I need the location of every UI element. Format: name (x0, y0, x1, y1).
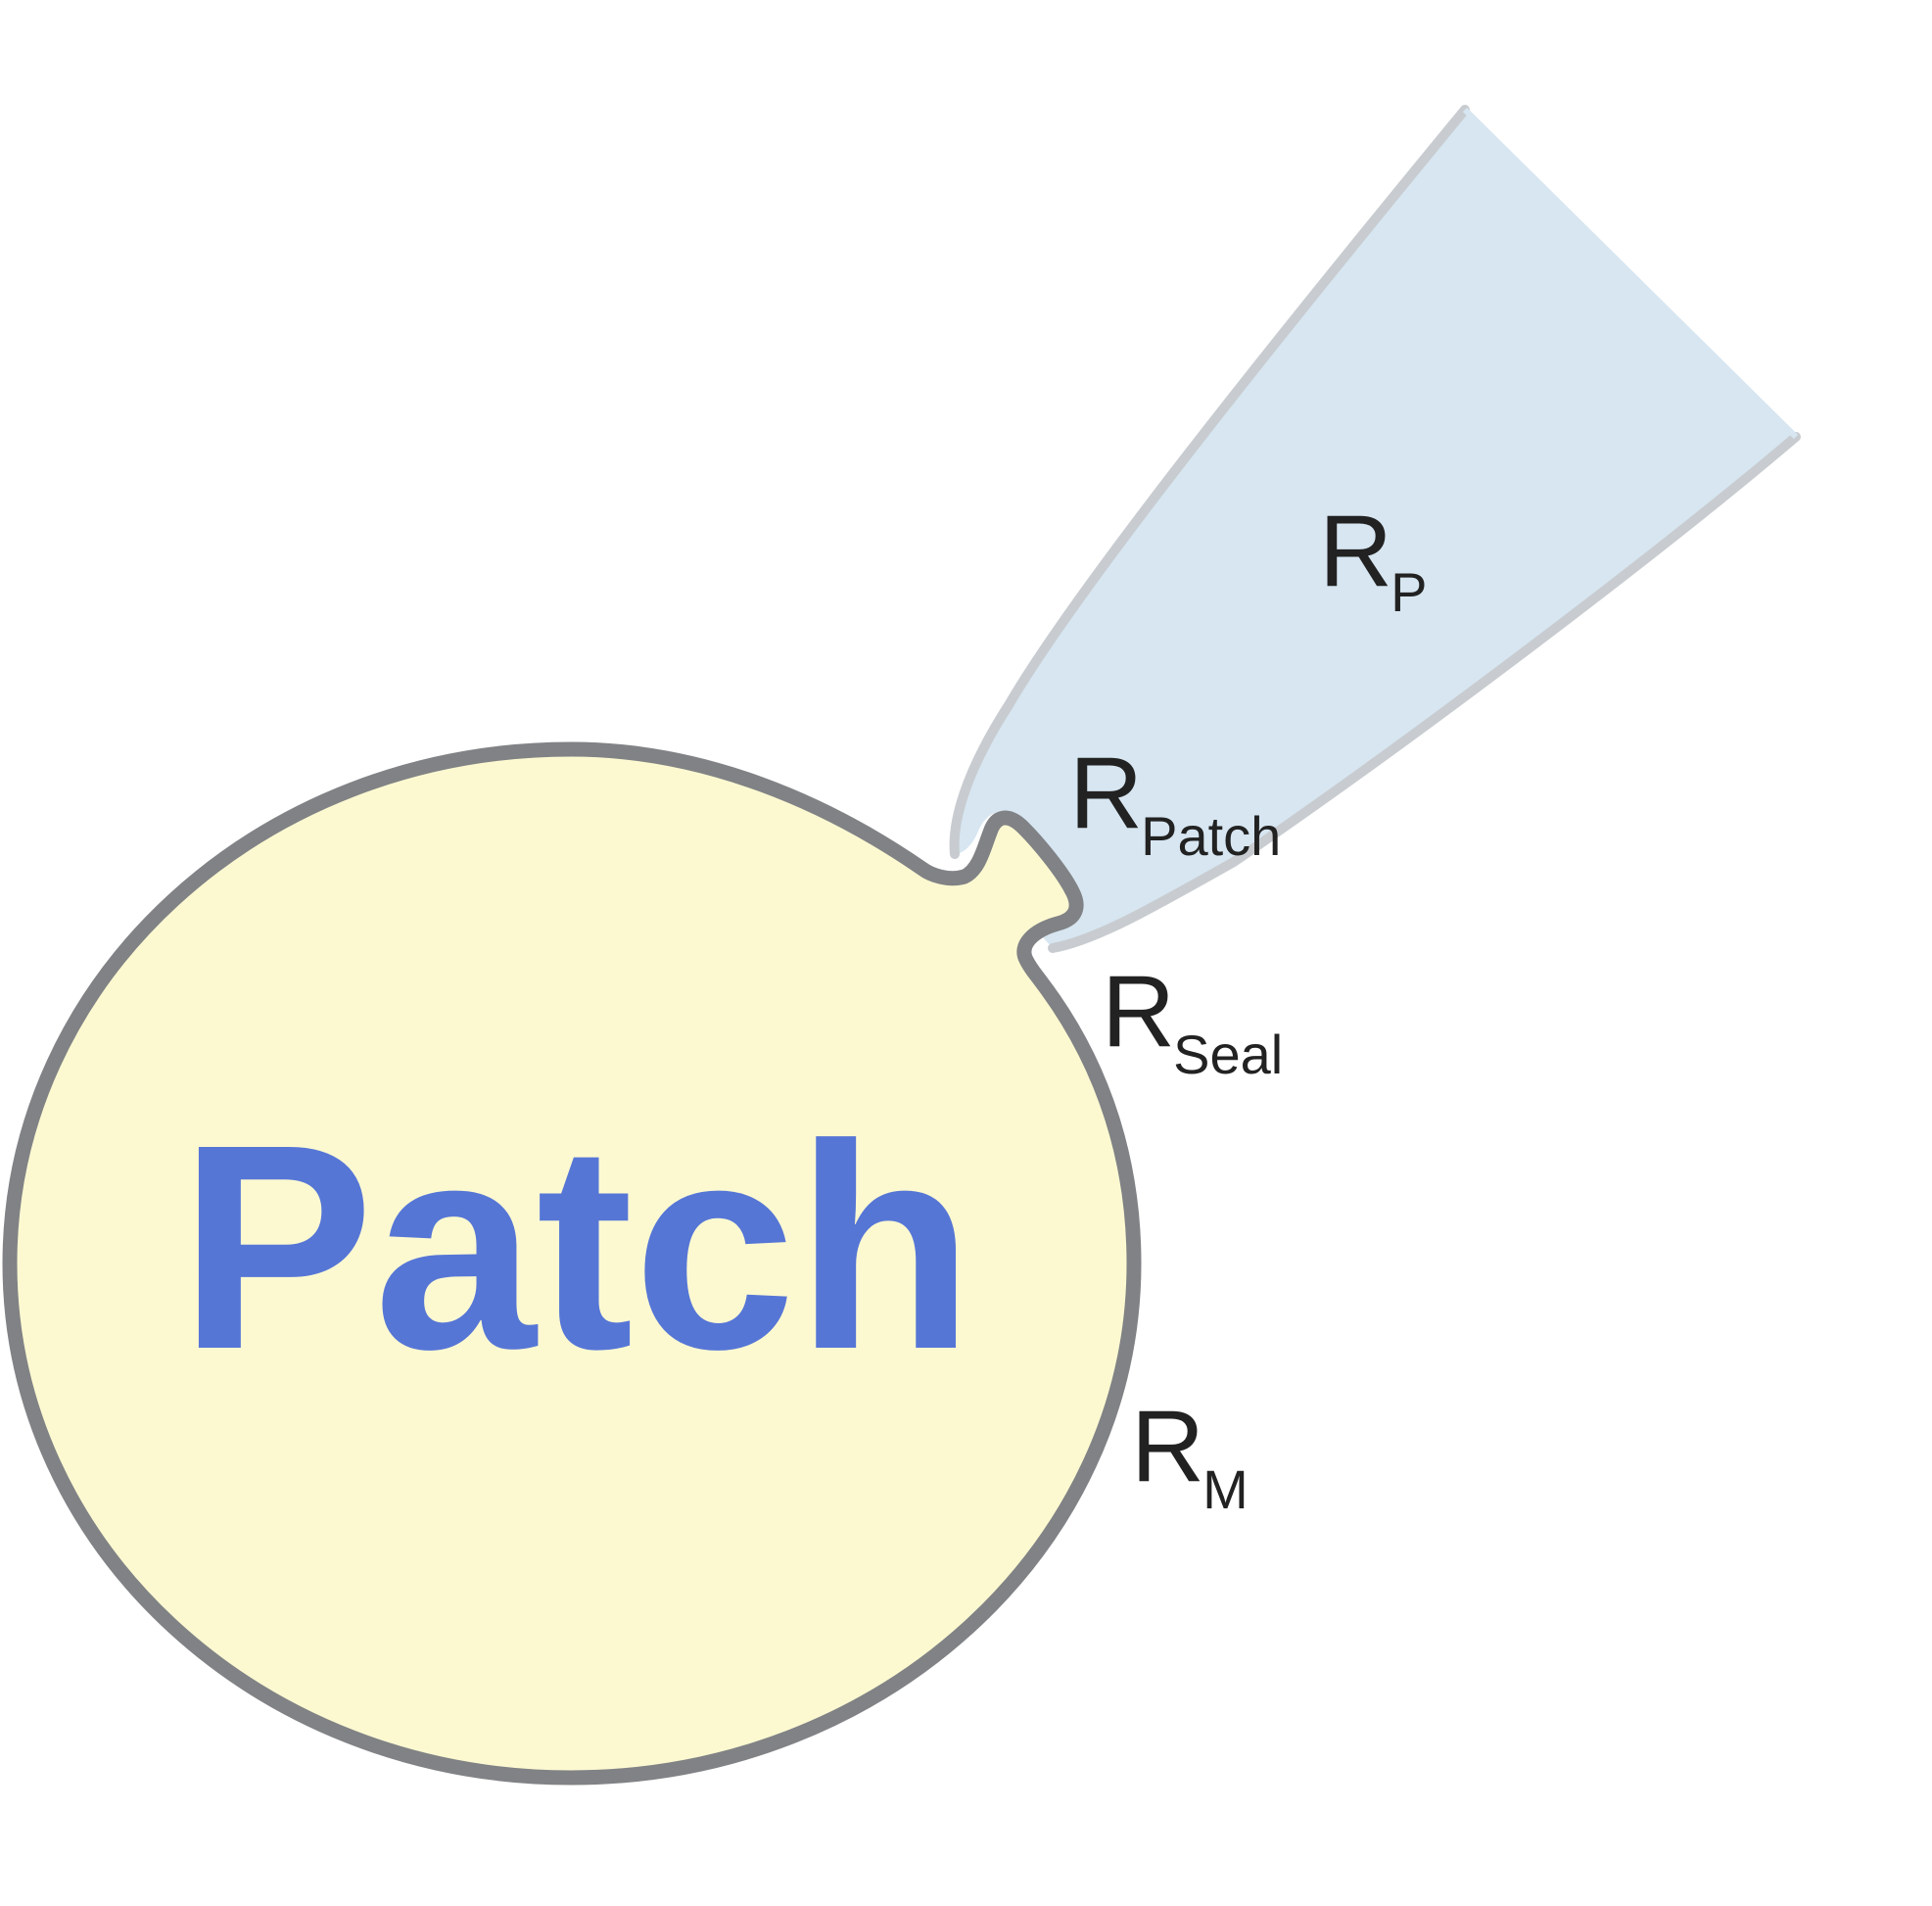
rp-subscript: P (1390, 561, 1427, 623)
rseal-subscript: Seal (1173, 1024, 1283, 1085)
rm-subscript: M (1202, 1458, 1249, 1520)
pipette-top-edge (1462, 107, 1799, 440)
svg-text:RSeal: RSeal (1102, 955, 1283, 1085)
rm-label: RM (1131, 1390, 1249, 1520)
rseal-label: RSeal (1102, 955, 1283, 1085)
rp-label: RP (1319, 495, 1427, 623)
rm-main: R (1131, 1390, 1204, 1503)
svg-text:RPatch: RPatch (1069, 737, 1281, 867)
svg-text:RP: RP (1319, 495, 1427, 623)
rpatch-subscript: Patch (1141, 805, 1281, 867)
pipette-upper-wall (949, 105, 1470, 859)
rpatch-label: RPatch (1069, 737, 1281, 867)
cell-body (2, 741, 1142, 1786)
pipette-body (954, 110, 1796, 948)
rseal-main: R (1102, 955, 1175, 1069)
svg-text:RM: RM (1131, 1390, 1249, 1520)
rp-main: R (1319, 495, 1392, 608)
patch-title: Patch (179, 1084, 974, 1410)
pipette-lower-wall (1048, 432, 1801, 953)
rpatch-main: R (1069, 737, 1143, 850)
